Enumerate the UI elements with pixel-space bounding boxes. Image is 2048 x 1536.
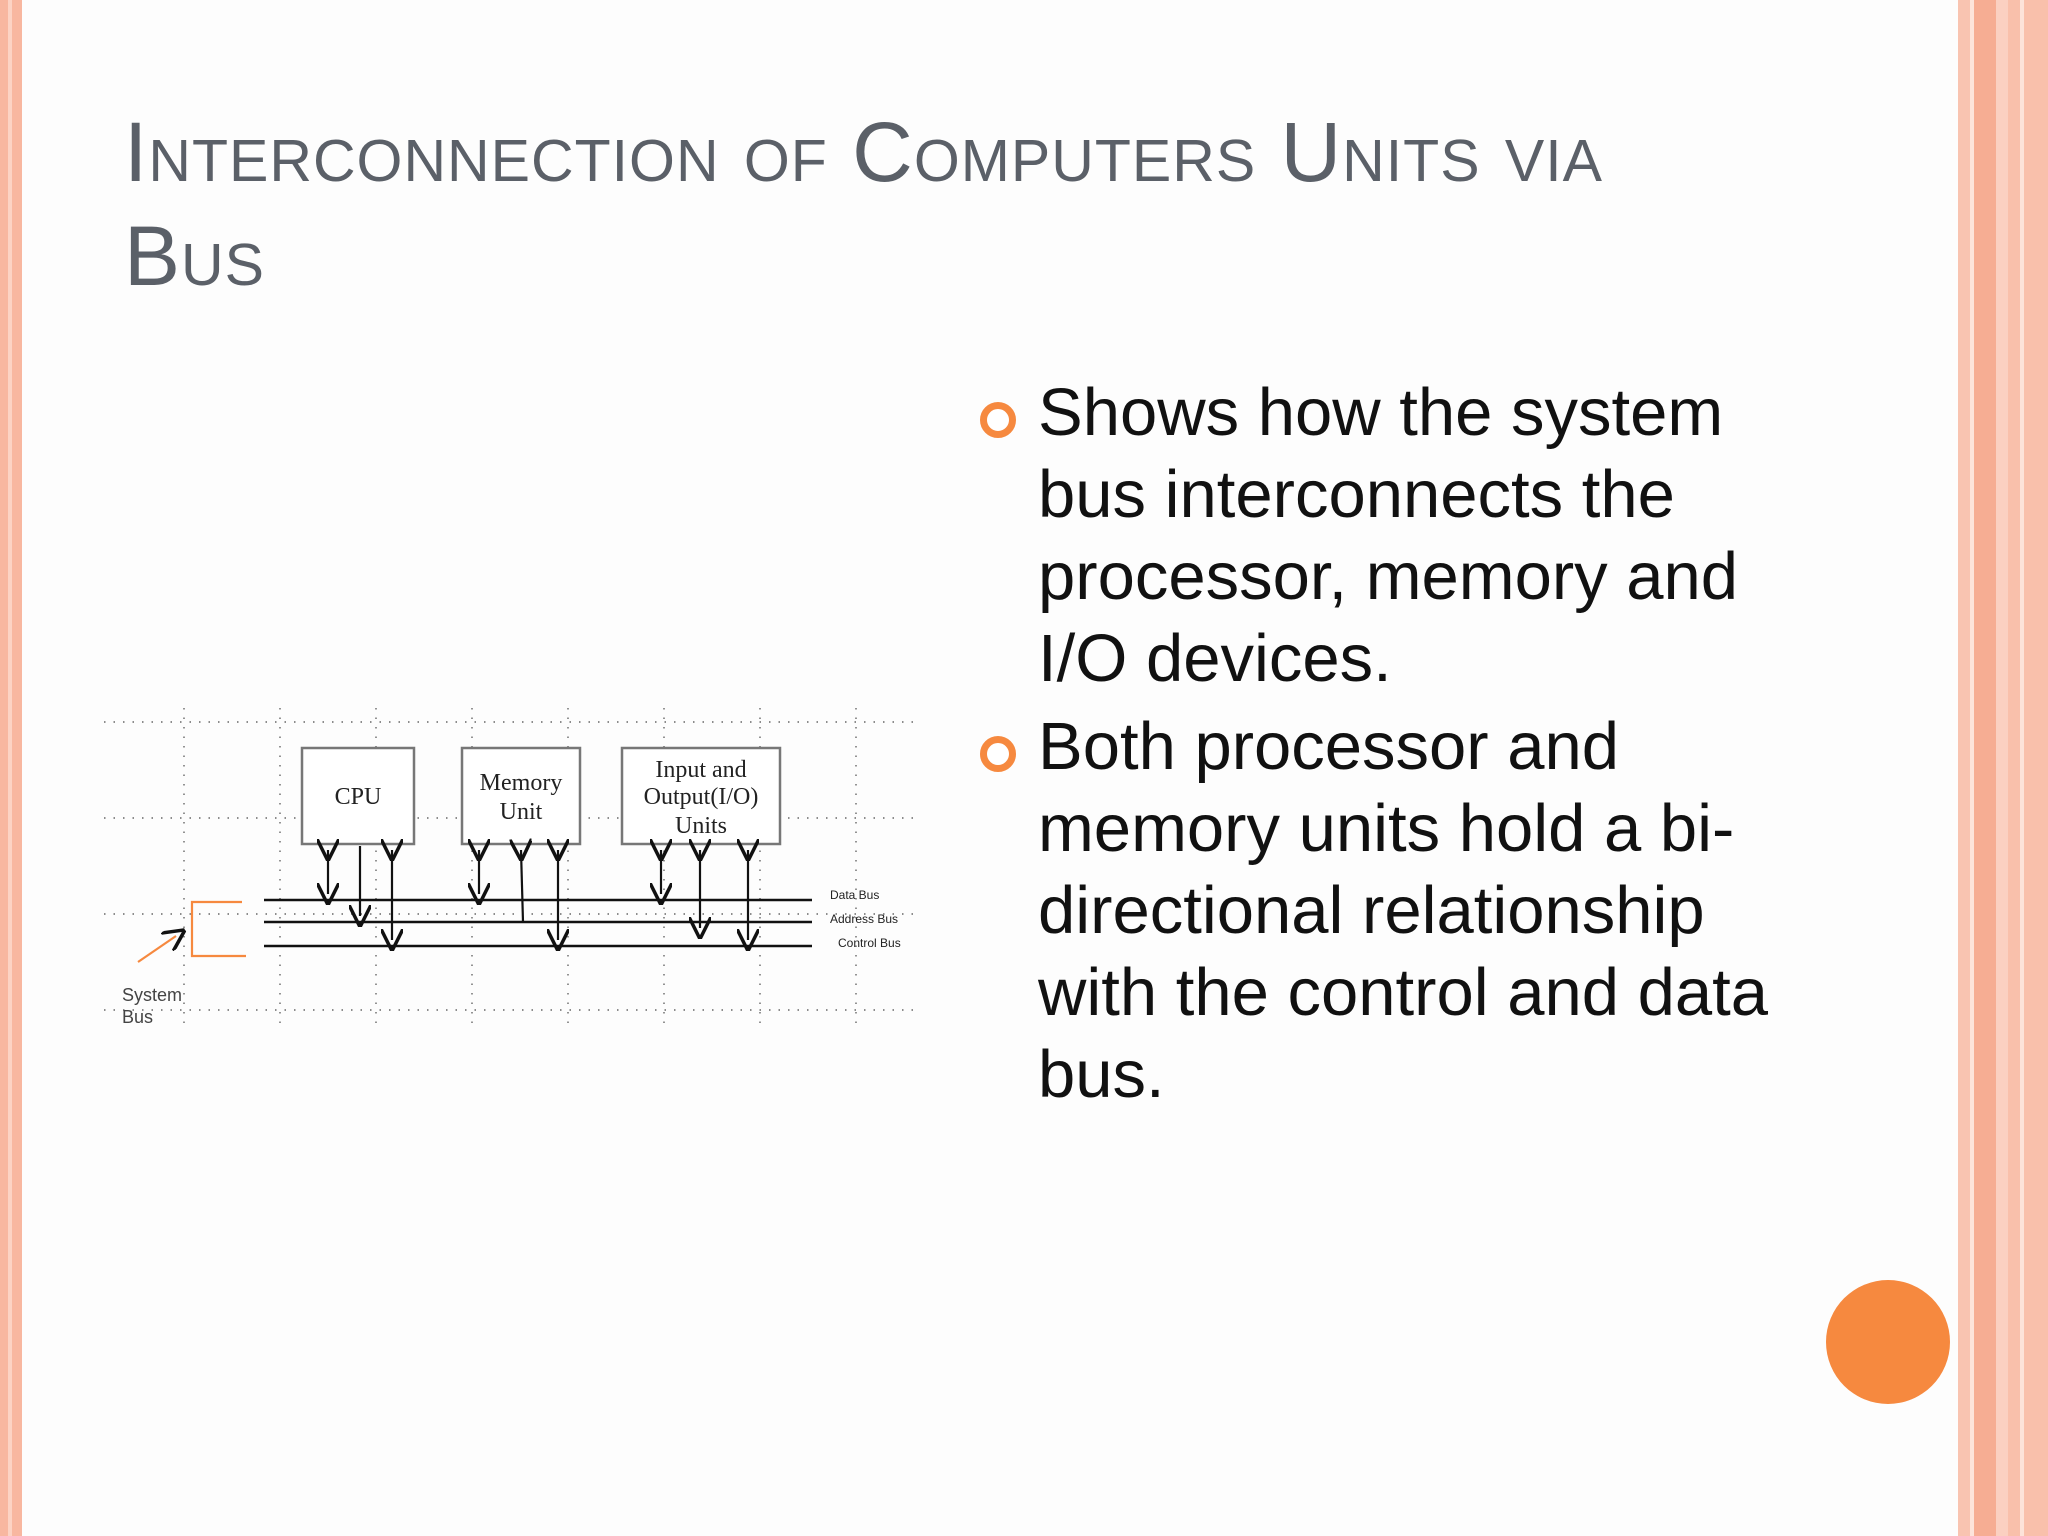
right-border-stripe bbox=[1958, 0, 1970, 1536]
bus-diagram-svg: CPU Memory Unit Input and Output(I/O) Un… bbox=[104, 708, 921, 1030]
system-bus-label-2: Bus bbox=[122, 1007, 153, 1027]
right-border-stripe bbox=[2008, 0, 2048, 1536]
bullet-text: Both processor and memory units hold a b… bbox=[1038, 709, 1769, 1112]
right-border-stripe bbox=[2020, 0, 2024, 1536]
cpu-box bbox=[300, 746, 416, 846]
control-bus-label: Control Bus bbox=[838, 936, 901, 950]
system-bus-bracket bbox=[190, 900, 246, 958]
cpu-label: CPU bbox=[335, 784, 382, 810]
bullet-item: Both processor and memory units hold a b… bbox=[980, 706, 1780, 1116]
bus-connections bbox=[328, 846, 748, 940]
bus-diagram: CPU Memory Unit Input and Output(I/O) Un… bbox=[96, 700, 926, 1040]
io-label-3: Units bbox=[675, 813, 727, 839]
bullet-item: Shows how the system bus interconnects t… bbox=[980, 372, 1780, 700]
bullet-ring-icon bbox=[980, 736, 1016, 772]
memory-unit-box bbox=[460, 746, 582, 846]
right-border-stripe bbox=[1974, 0, 1996, 1536]
io-label-1: Input and bbox=[655, 757, 746, 783]
data-bus-label: Data Bus bbox=[830, 888, 879, 902]
bullet-ring-icon bbox=[980, 402, 1016, 438]
bullet-list: Shows how the system bus interconnects t… bbox=[980, 372, 1780, 1122]
right-border-stripe bbox=[1996, 0, 2008, 1536]
right-border-stripe bbox=[1970, 0, 1974, 1536]
memory-label: Memory bbox=[480, 770, 563, 796]
io-label-2: Output(I/O) bbox=[644, 784, 759, 810]
slide-title-line-1: Interconnection of Computers Units via bbox=[124, 105, 1604, 199]
slide-title-line-2: Bus bbox=[124, 209, 265, 303]
system-bus-pointer-arrow bbox=[137, 936, 176, 963]
decorative-circle bbox=[1826, 1280, 1950, 1404]
system-bus-label-1: System bbox=[122, 985, 182, 1005]
slide-title: Interconnection of Computers Units via B… bbox=[124, 100, 1824, 308]
memory-unit-label: Unit bbox=[500, 799, 543, 825]
left-border-decoration bbox=[0, 0, 22, 1536]
bullet-text: Shows how the system bus interconnects t… bbox=[1038, 375, 1739, 696]
address-bus-label: Address Bus bbox=[830, 912, 898, 926]
